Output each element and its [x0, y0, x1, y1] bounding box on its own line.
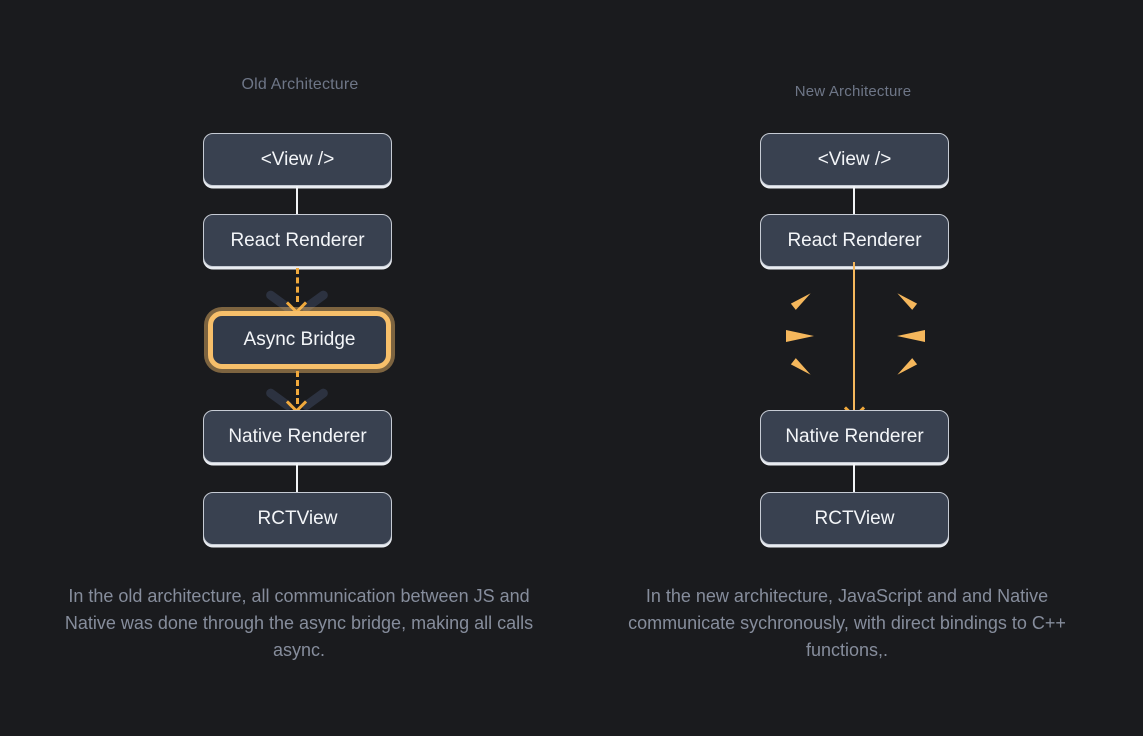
old-connector-view-to-react-renderer [296, 186, 298, 214]
new-connector-native-to-rctview [853, 463, 855, 492]
old-dashed-line-bridge-to-native [296, 371, 299, 404]
old-arrowhead-react-to-bridge [289, 296, 307, 307]
old-architecture-caption: In the old architecture, all communicati… [64, 586, 534, 660]
old-dashed-line-react-to-bridge [296, 268, 299, 302]
new-architecture-title: New Architecture [794, 83, 912, 100]
old-node-react-renderer[interactable]: React Renderer [203, 214, 392, 267]
new-solid-line-react-to-native [853, 262, 855, 410]
new-node-native-renderer[interactable]: Native Renderer [760, 410, 949, 463]
new-node-view[interactable]: <View /> [760, 133, 949, 186]
old-connector-native-to-rctview [296, 463, 298, 492]
new-connector-view-to-react-renderer [853, 186, 855, 214]
old-node-view[interactable]: <View /> [203, 133, 392, 186]
burst-wedge-right-top [894, 290, 918, 310]
old-node-native-renderer[interactable]: Native Renderer [203, 410, 392, 463]
burst-wedge-left-bottom [790, 358, 814, 378]
new-node-rctview[interactable]: RCTView [760, 492, 949, 545]
burst-wedge-right-bottom [894, 358, 918, 378]
new-node-react-renderer[interactable]: React Renderer [760, 214, 949, 267]
burst-wedge-left-top [790, 290, 814, 310]
new-architecture-caption: In the new architecture, JavaScript and … [628, 586, 1066, 660]
old-node-async-bridge[interactable]: Async Bridge [208, 311, 391, 369]
old-arrowhead-bridge-to-native [289, 395, 307, 406]
burst-wedge-right-middle [897, 330, 925, 342]
old-architecture-title: Old Architecture [241, 76, 359, 93]
old-node-rctview[interactable]: RCTView [203, 492, 392, 545]
burst-wedge-left-middle [786, 330, 814, 342]
